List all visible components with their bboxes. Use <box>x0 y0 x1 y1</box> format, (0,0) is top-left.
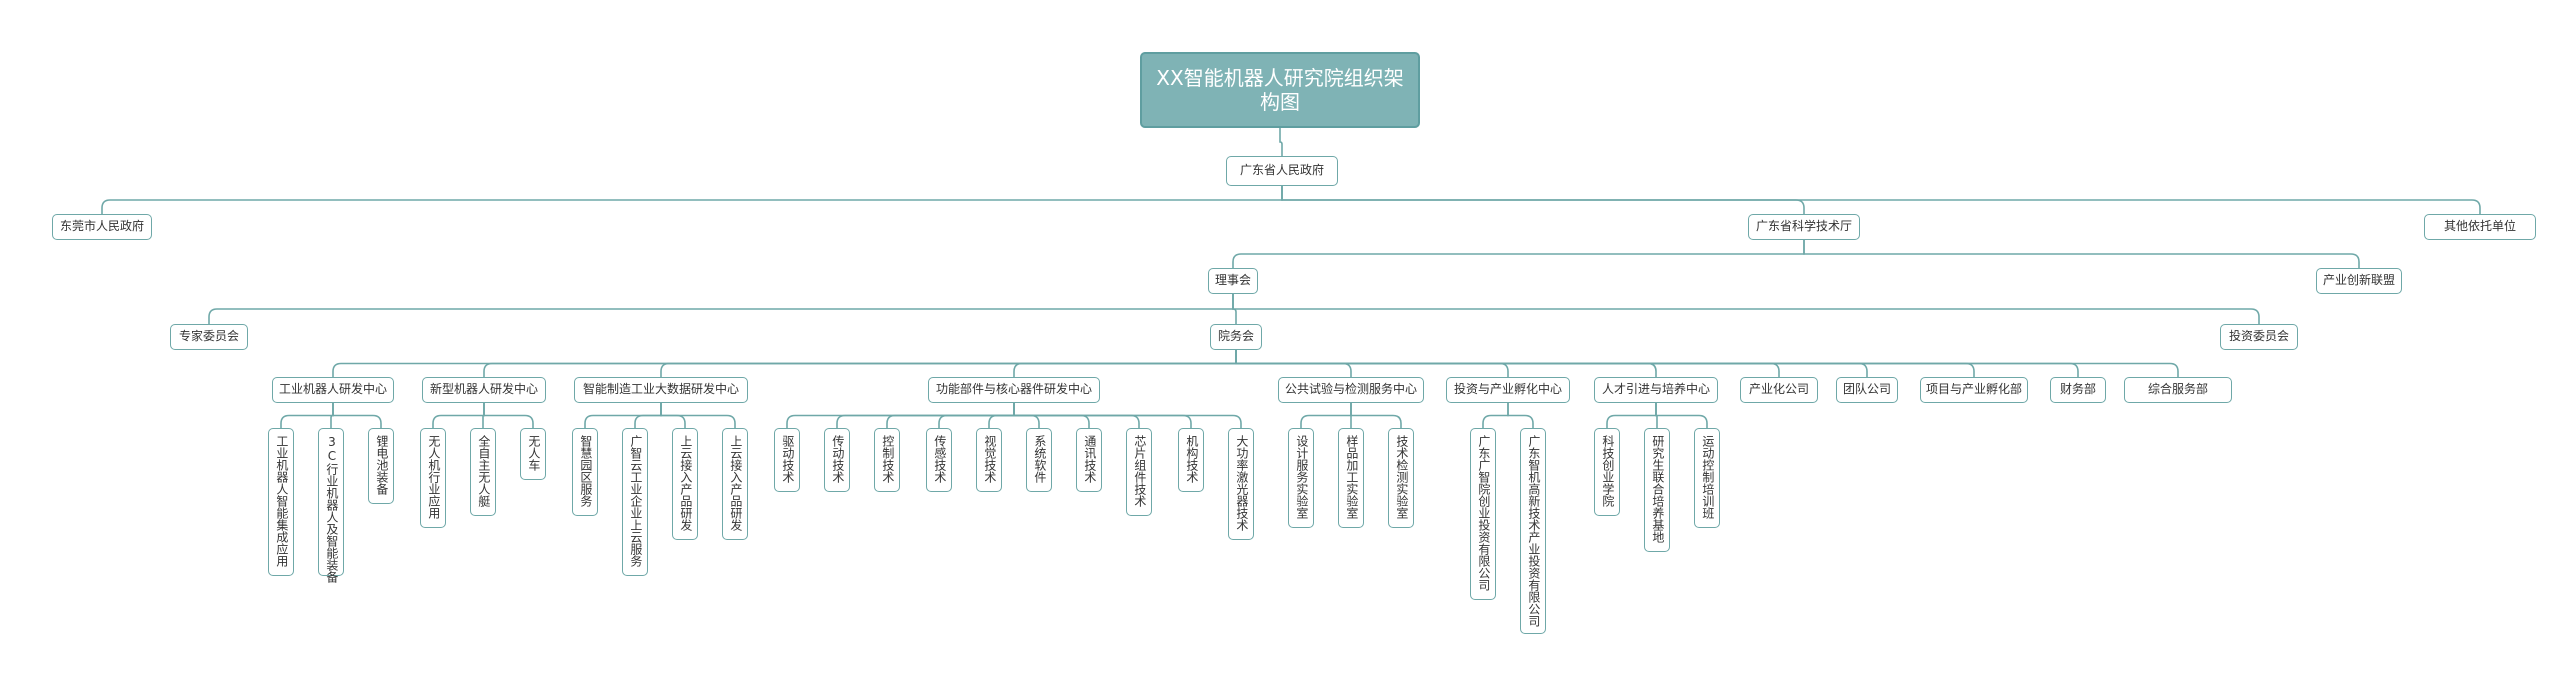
connector-academy-c2 <box>483 350 1237 377</box>
connector-board-expert <box>208 294 1234 324</box>
org-node-c4-4: 传感技术 <box>926 428 952 492</box>
org-node-expert: 专家委员会 <box>170 324 248 350</box>
org-node-c5-1: 设计服务实验室 <box>1288 428 1314 528</box>
org-node-c6: 投资与产业孵化中心 <box>1446 377 1570 403</box>
connector-c4-c4_3 <box>886 403 1015 428</box>
org-node-alliance: 产业创新联盟 <box>2316 268 2402 294</box>
org-node-c3: 智能制造工业大数据研发中心 <box>574 377 748 403</box>
org-node-c2: 新型机器人研发中心 <box>422 377 546 403</box>
org-node-c7-1: 科技创业学院 <box>1594 428 1620 516</box>
org-node-dongguan: 东莞市人民政府 <box>52 214 152 240</box>
connector-c7-c7_3 <box>1655 403 1708 428</box>
connector-c4-c4_4 <box>938 403 1015 428</box>
org-node-c8: 产业化公司 <box>1740 377 1818 403</box>
connector-c6-c6_2 <box>1507 403 1534 428</box>
org-node-academy: 院务会 <box>1210 324 1262 350</box>
connector-c4-c4_2 <box>836 403 1015 428</box>
connector-c5-c5_3 <box>1350 403 1402 428</box>
org-node-c6-1: 广东广智院创业投资有限公司 <box>1470 428 1496 600</box>
connector-sci-alliance <box>1803 240 2360 268</box>
org-node-c2-2: 全自主无人艇 <box>470 428 496 516</box>
org-node-other: 其他依托单位 <box>2424 214 2536 240</box>
org-node-c7-2: 研究生联合培养基地 <box>1644 428 1670 552</box>
connector-c6-c6_1 <box>1482 403 1509 428</box>
org-node-c4-1: 驱动技术 <box>774 428 800 492</box>
connector-academy-c1 <box>332 350 1237 377</box>
connector-c1-c1_1 <box>280 403 334 428</box>
connector-c4-c4_1 <box>786 403 1015 428</box>
org-node-c4-2: 传动技术 <box>824 428 850 492</box>
connector-c3-c3_4 <box>660 403 736 428</box>
connector-c4-c4_5 <box>988 403 1015 428</box>
connector-c2-c2_3 <box>483 403 534 428</box>
org-node-c5-2: 样品加工实验室 <box>1338 428 1364 528</box>
org-node-c1-1: 工业机器人智能集成应用 <box>268 428 294 576</box>
org-node-c1-3: 锂电池装备 <box>368 428 394 504</box>
org-node-c4: 功能部件与核心器件研发中心 <box>928 377 1100 403</box>
org-node-c4-7: 通讯技术 <box>1076 428 1102 492</box>
org-node-c6-2: 广东智机高新技术产业投资有限公司 <box>1520 428 1546 634</box>
connector-c2-c2_1 <box>432 403 485 428</box>
connector-root-gov <box>1279 128 1283 156</box>
connector-academy-c12 <box>1235 350 2179 377</box>
connector-sci-board <box>1232 240 1805 268</box>
connector-c3-c3_1 <box>584 403 662 428</box>
org-node-c3-4: 上云接入产品研发 <box>722 428 748 540</box>
org-node-c4-10: 大功率激光器技术 <box>1228 428 1254 540</box>
org-node-c4-5: 视觉技术 <box>976 428 1002 492</box>
org-node-c1-2: 3C行业机器人及智能装备 <box>318 428 344 583</box>
root-title-node: XX智能机器人研究院组织架构图 <box>1140 52 1420 128</box>
connector-board-invest_committee <box>1232 294 2260 324</box>
connector-c1-c1_3 <box>332 403 382 428</box>
org-node-c9: 团队公司 <box>1836 377 1898 403</box>
connector-gov-dongguan <box>101 186 1283 214</box>
org-node-c2-1: 无人机行业应用 <box>420 428 446 528</box>
org-node-board: 理事会 <box>1208 268 1258 294</box>
org-node-c5-3: 技术检测实验室 <box>1388 428 1414 528</box>
org-node-c2-3: 无人车 <box>520 428 546 480</box>
connector-c4-c4_10 <box>1013 403 1242 428</box>
connector-c3-c3_2 <box>634 403 662 428</box>
org-node-c4-3: 控制技术 <box>874 428 900 492</box>
org-node-c3-1: 智慧园区服务 <box>572 428 598 516</box>
org-node-sci: 广东省科学技术厅 <box>1748 214 1860 240</box>
org-node-c3-3: 上云接入产品研发 <box>672 428 698 540</box>
connector-academy-c3 <box>660 350 1237 377</box>
connector-gov-other <box>1281 186 2481 214</box>
org-node-c12: 综合服务部 <box>2124 377 2232 403</box>
org-node-c4-9: 机构技术 <box>1178 428 1204 492</box>
org-node-invest-committee: 投资委员会 <box>2220 324 2298 350</box>
connector-c5-c5_1 <box>1300 403 1352 428</box>
org-node-c4-6: 系统软件 <box>1026 428 1052 492</box>
org-node-c4-8: 芯片组件技术 <box>1126 428 1152 516</box>
org-node-c7: 人才引进与培养中心 <box>1594 377 1718 403</box>
connector-academy-c4 <box>1013 350 1237 377</box>
org-node-c5: 公共试验与检测服务中心 <box>1278 377 1424 403</box>
org-node-c1: 工业机器人研发中心 <box>272 377 394 403</box>
org-node-c11: 财务部 <box>2050 377 2106 403</box>
org-node-c7-3: 运动控制培训班 <box>1694 428 1720 528</box>
connector-c7-c7_1 <box>1606 403 1657 428</box>
org-node-c10: 项目与产业孵化部 <box>1920 377 2028 403</box>
org-node-c3-2: 广智云工业企业上云服务 <box>622 428 648 576</box>
org-node-gov: 广东省人民政府 <box>1226 156 1338 186</box>
